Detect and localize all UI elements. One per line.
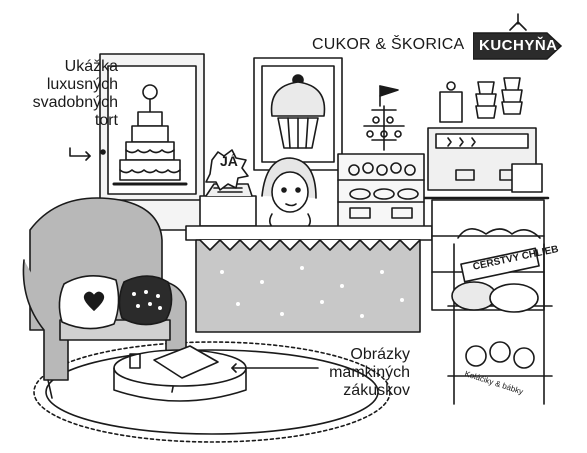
kitchen-sign: KUCHYŇA bbox=[473, 31, 563, 61]
pastry-case bbox=[337, 153, 425, 229]
coffee-machine-icon bbox=[418, 77, 550, 200]
cake-stand bbox=[363, 85, 405, 151]
bread-rack bbox=[447, 228, 553, 405]
arrow-sign-icon bbox=[473, 32, 563, 60]
girl-figure bbox=[261, 157, 317, 231]
coffee-table bbox=[113, 345, 247, 402]
pillow-heart-icon bbox=[58, 275, 173, 330]
mom-pastries-caption: Obrázky mamkiných zákuskov bbox=[329, 346, 410, 399]
kitchen-sign-label: KUCHYŇA bbox=[479, 37, 558, 54]
me-caption: JÁ bbox=[220, 153, 238, 169]
cash-register bbox=[199, 183, 257, 227]
cupcake-picture bbox=[253, 57, 343, 171]
wedding-cake-icon bbox=[112, 84, 188, 186]
counter bbox=[185, 225, 433, 333]
wedding-cakes-caption: Ukážka luxusných svadobných tort bbox=[32, 58, 118, 129]
bakery-name-caption: CUKOR & ŠKORICA bbox=[312, 36, 465, 53]
